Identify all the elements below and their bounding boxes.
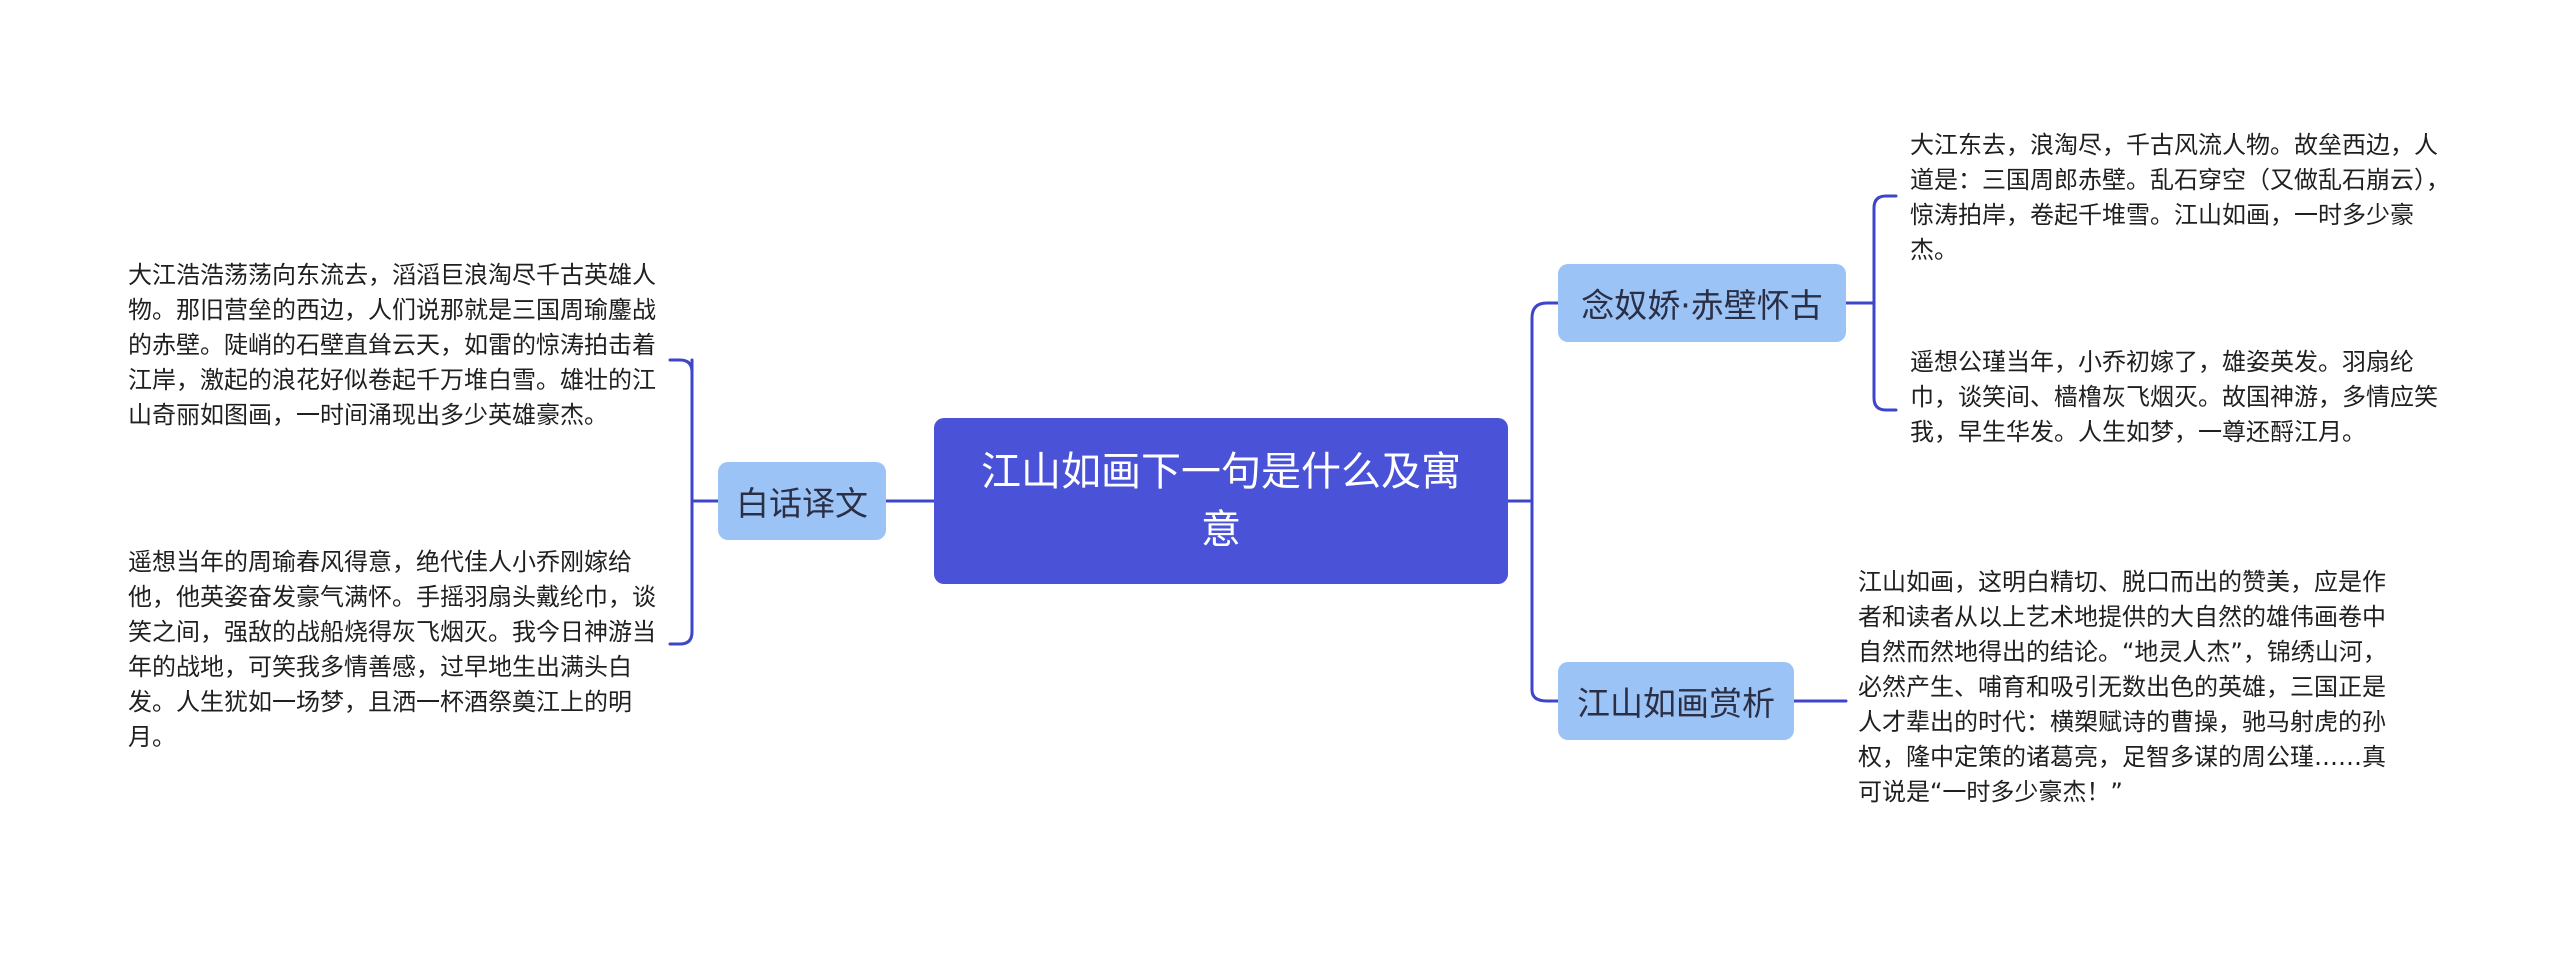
leaf-text: 遥想当年的周瑜春风得意，绝代佳人小乔刚嫁给他，他英姿奋发豪气满怀。手摇羽扇头戴纶… <box>128 548 656 751</box>
connector-root-right <box>1506 301 1560 703</box>
branch-label: 江山如画赏析 <box>1577 684 1775 723</box>
leaf-text: 遥想公瑾当年，小乔初嫁了，雄姿英发。羽扇纶巾，谈笑间、樯橹灰飞烟灭。故国神游，多… <box>1910 348 2438 446</box>
branch-node-niannu[interactable]: 念奴娇·赤壁怀古 <box>1558 264 1846 342</box>
branch-node-baihua[interactable]: 白话译文 <box>718 462 886 540</box>
connector-baihua-leaves <box>668 358 720 646</box>
root-title: 江山如画下一句是什么及寓意 <box>981 449 1461 553</box>
branch-node-shangxi[interactable]: 江山如画赏析 <box>1558 662 1794 740</box>
leaf-text: 大江东去，浪淘尽，千古风流人物。故垒西边，人道是：三国周郎赤壁。乱石穿空（又做乱… <box>1910 131 2450 264</box>
root-node[interactable]: 江山如画下一句是什么及寓意 <box>934 418 1508 584</box>
leaf-text: 江山如画，这明白精切、脱口而出的赞美，应是作者和读者从以上艺术地提供的大自然的雄… <box>1858 568 2387 806</box>
leaf-text: 大江浩浩荡荡向东流去，滔滔巨浪淘尽千古英雄人物。那旧营垒的西边，人们说那就是三国… <box>128 261 656 429</box>
branch-label: 念奴娇·赤壁怀古 <box>1581 286 1823 325</box>
branch-label: 白话译文 <box>736 484 868 523</box>
connector-niannu-leaves <box>1844 194 1898 412</box>
